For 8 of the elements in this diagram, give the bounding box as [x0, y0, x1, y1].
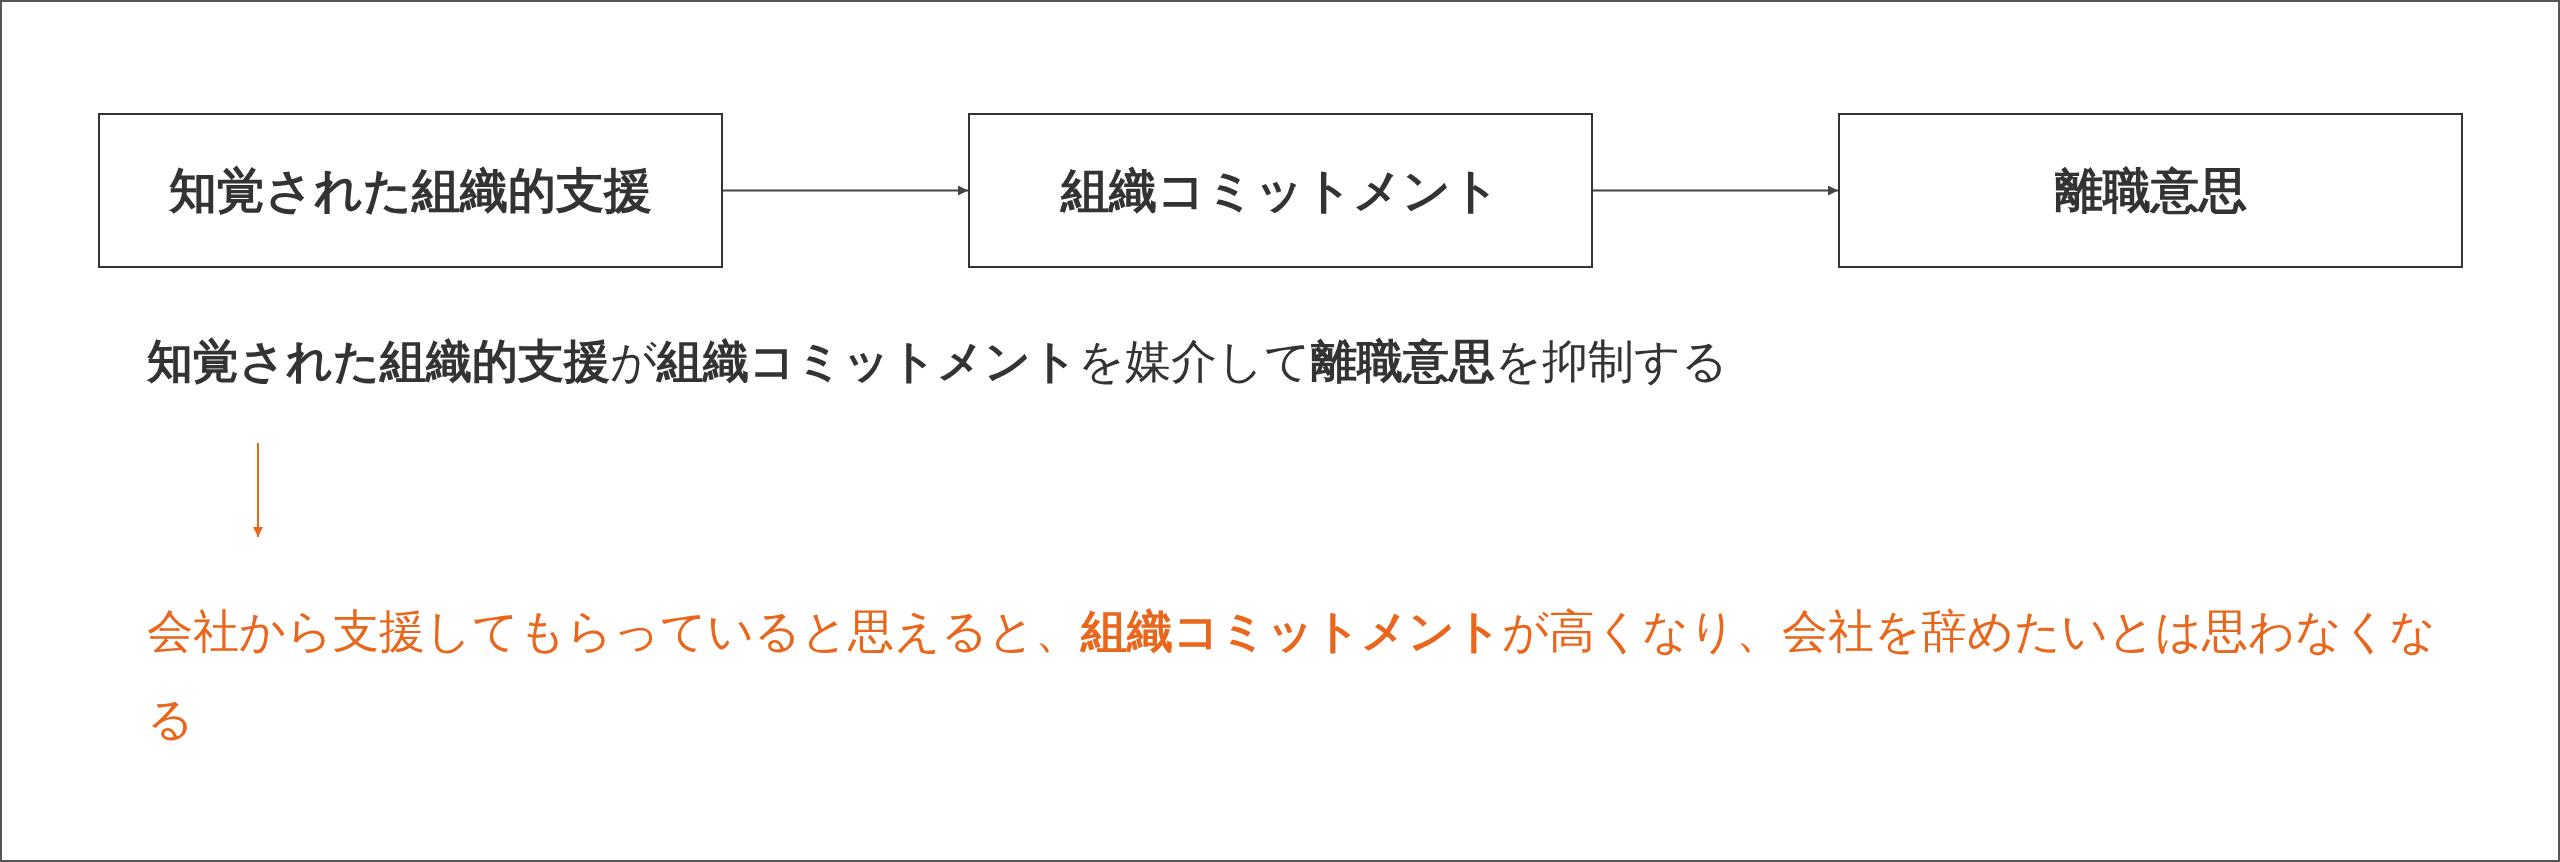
arrow	[1592, 185, 1839, 196]
summary-sentence: 知覚された組織的支援が組織コミットメントを媒介して離職意思を抑制する	[147, 317, 2447, 405]
arrow	[253, 442, 263, 538]
process-box: 組織コミットメント	[968, 113, 1593, 268]
explanation-text: 会社から支援してもらっていると思えると、組織コミットメントが高くなり、会社を辞めたいとは思わなくなる	[147, 587, 2447, 763]
process-box: 離職意思	[1838, 113, 2463, 268]
process-box: 知覚された組織的支援	[98, 113, 723, 268]
arrow	[722, 185, 969, 196]
